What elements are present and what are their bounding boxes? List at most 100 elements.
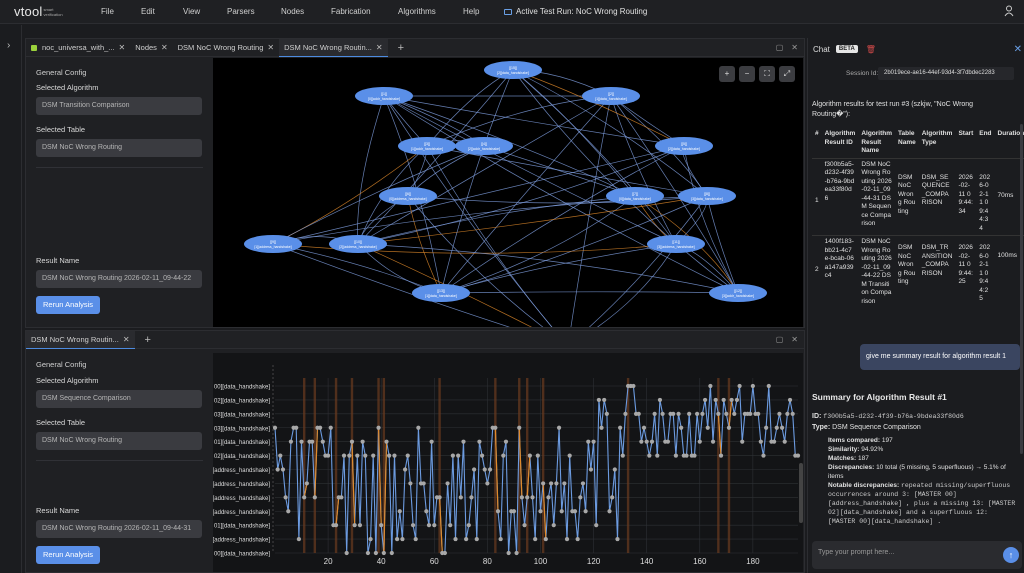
tab-nodes[interactable]: Nodes✕ bbox=[135, 43, 168, 52]
chart-canvas[interactable]: 00][data_handshake]02][data_handshake]03… bbox=[213, 353, 803, 572]
data-point[interactable] bbox=[413, 536, 418, 542]
data-point[interactable] bbox=[392, 453, 397, 458]
data-point[interactable] bbox=[556, 425, 562, 430]
data-point[interactable] bbox=[400, 536, 405, 542]
data-point[interactable] bbox=[785, 411, 790, 416]
data-point[interactable] bbox=[286, 509, 291, 514]
close-icon[interactable]: ✕ bbox=[375, 42, 383, 52]
data-point[interactable] bbox=[503, 439, 509, 444]
menu-view[interactable]: View bbox=[183, 7, 201, 16]
data-point[interactable] bbox=[437, 495, 442, 500]
tab-noc-universe[interactable]: noc_universa_with_...✕ bbox=[26, 39, 130, 57]
data-point[interactable] bbox=[333, 523, 339, 528]
data-point[interactable] bbox=[479, 453, 485, 458]
data-point[interactable] bbox=[795, 453, 801, 458]
graph-node-shape[interactable] bbox=[379, 187, 437, 205]
data-point[interactable] bbox=[602, 397, 607, 403]
data-point[interactable] bbox=[397, 509, 402, 514]
data-point[interactable] bbox=[349, 439, 355, 444]
data-point[interactable] bbox=[501, 453, 506, 458]
data-point[interactable] bbox=[575, 536, 580, 542]
tab-dsm-noc-wrong-routing[interactable]: DSM NoC Wrong Routing✕ bbox=[177, 43, 275, 52]
data-point[interactable] bbox=[355, 453, 360, 458]
menu-nodes[interactable]: Nodes bbox=[281, 7, 305, 16]
data-point[interactable] bbox=[790, 411, 795, 416]
data-point[interactable] bbox=[737, 383, 742, 389]
graph-node-shape[interactable] bbox=[455, 137, 513, 155]
sequence-chart[interactable]: 00][data_handshake]02][data_handshake]03… bbox=[213, 353, 803, 572]
data-point[interactable] bbox=[288, 439, 294, 444]
data-point[interactable] bbox=[740, 439, 745, 444]
fullscreen-icon[interactable]: ⤢ bbox=[779, 66, 795, 82]
data-point[interactable] bbox=[615, 536, 620, 542]
maximize-icon[interactable]: ▢ bbox=[775, 335, 784, 344]
data-point[interactable] bbox=[485, 481, 490, 486]
data-point[interactable] bbox=[426, 523, 432, 528]
data-point[interactable] bbox=[416, 425, 421, 430]
data-point[interactable] bbox=[310, 439, 315, 444]
data-point[interactable] bbox=[517, 425, 522, 430]
data-point[interactable] bbox=[379, 523, 384, 528]
data-point[interactable] bbox=[578, 495, 583, 500]
graph-node-shape[interactable] bbox=[647, 235, 705, 253]
zoom-in-icon[interactable]: + bbox=[719, 66, 735, 82]
data-point[interactable] bbox=[641, 425, 647, 430]
data-point[interactable] bbox=[328, 425, 333, 430]
data-point[interactable] bbox=[761, 453, 766, 458]
graph-node-shape[interactable] bbox=[606, 187, 664, 205]
graph-node-shape[interactable] bbox=[355, 87, 413, 105]
data-point[interactable] bbox=[700, 411, 705, 416]
data-point[interactable] bbox=[464, 536, 469, 542]
data-point[interactable] bbox=[554, 481, 559, 486]
graph-node[interactable]: [[10]][2][address_handshake] bbox=[329, 235, 387, 253]
graph-node[interactable]: [[11]][3][address_handshake] bbox=[647, 235, 705, 253]
menu-file[interactable]: File bbox=[101, 7, 114, 16]
trash-icon[interactable]: 🗑 bbox=[865, 44, 876, 54]
data-point[interactable] bbox=[766, 383, 771, 389]
data-point[interactable] bbox=[543, 536, 548, 542]
data-point[interactable] bbox=[530, 495, 535, 500]
data-point[interactable] bbox=[562, 481, 567, 486]
data-point[interactable] bbox=[748, 411, 753, 416]
data-point[interactable] bbox=[294, 425, 299, 430]
data-point[interactable] bbox=[580, 481, 586, 486]
data-point[interactable] bbox=[448, 523, 453, 528]
data-point[interactable] bbox=[679, 425, 684, 430]
tab-dsm-noc-wrong-routing-2[interactable]: DSM NoC Wrong Routin...✕ bbox=[279, 38, 388, 57]
data-point[interactable] bbox=[525, 495, 530, 500]
close-icon[interactable]: ✕ bbox=[118, 43, 126, 52]
graph-node[interactable]: [[8]][3][data_handshake] bbox=[678, 187, 736, 205]
graph-node-shape[interactable] bbox=[678, 187, 736, 205]
result-name-field[interactable]: DSM NoC Wrong Routing 2026-02-11_09-44-2… bbox=[36, 270, 202, 288]
graph-node-shape[interactable] bbox=[398, 137, 456, 155]
tab-dsm-noc-wrong-routing-bottom[interactable]: DSM NoC Wrong Routin...✕ bbox=[26, 330, 135, 349]
data-point[interactable] bbox=[620, 453, 625, 458]
data-point[interactable] bbox=[724, 411, 729, 416]
data-point[interactable] bbox=[631, 383, 636, 389]
zoom-out-icon[interactable]: − bbox=[739, 66, 755, 82]
dsm-graph[interactable]: [[1]][0][addr_handshake][[2]][1][data_ha… bbox=[213, 58, 803, 327]
data-point[interactable] bbox=[341, 453, 347, 458]
data-point[interactable] bbox=[405, 453, 410, 458]
data-point[interactable] bbox=[477, 439, 482, 444]
data-point[interactable] bbox=[280, 467, 286, 472]
data-point[interactable] bbox=[655, 453, 660, 458]
data-point[interactable] bbox=[729, 397, 734, 403]
data-point[interactable] bbox=[498, 536, 503, 542]
menu-parsers[interactable]: Parsers bbox=[227, 7, 255, 16]
data-point[interactable] bbox=[371, 453, 376, 458]
data-point[interactable] bbox=[272, 425, 278, 430]
data-point[interactable] bbox=[312, 495, 317, 500]
data-point[interactable] bbox=[636, 411, 641, 416]
add-tab-icon[interactable]: + bbox=[397, 41, 405, 54]
data-point[interactable] bbox=[649, 439, 655, 444]
data-point[interactable] bbox=[424, 509, 429, 514]
data-point[interactable] bbox=[671, 411, 676, 416]
data-point[interactable] bbox=[777, 411, 782, 416]
session-id-field[interactable]: 2b019ece-ae16-44ef-93d4-3f7dbdec2283 bbox=[878, 67, 1014, 80]
data-point[interactable] bbox=[705, 425, 710, 430]
data-point[interactable] bbox=[676, 411, 681, 416]
data-point[interactable] bbox=[726, 425, 732, 430]
selected-algorithm-field[interactable]: DSM Sequence Comparison bbox=[36, 390, 202, 408]
data-point[interactable] bbox=[402, 467, 408, 472]
